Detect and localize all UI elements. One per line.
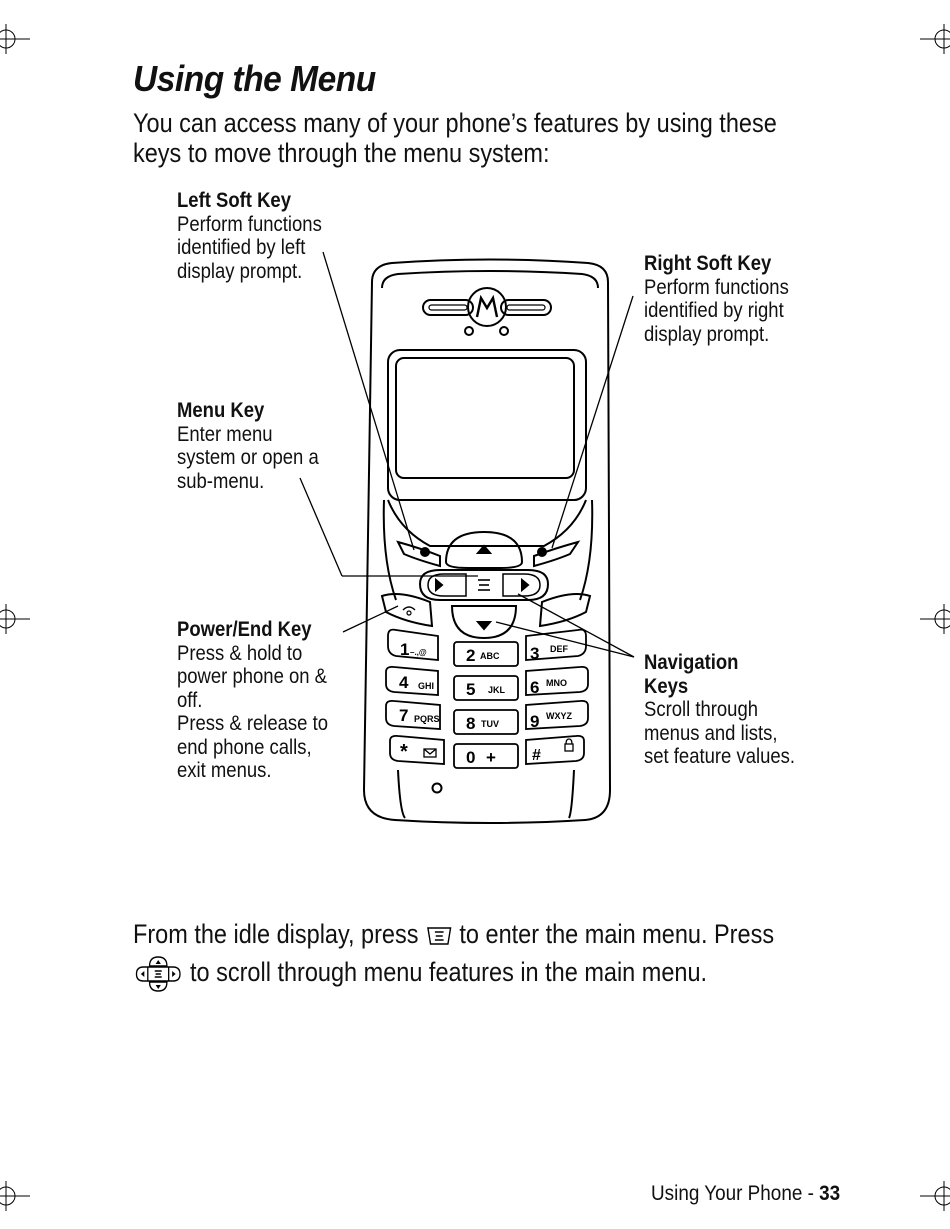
- key-letters: WXYZ: [546, 711, 573, 721]
- callout-heading: Right Soft Key: [644, 252, 772, 275]
- key-digit: 7: [399, 706, 408, 725]
- outro-line-2: to scroll through menu features in the m…: [133, 954, 794, 994]
- callout-body: Press & hold to power phone on & off. Pr…: [177, 641, 329, 783]
- footer-section: Using Your Phone -: [650, 1182, 819, 1205]
- key-digit: #: [532, 747, 541, 764]
- key-digit: 6: [530, 678, 539, 697]
- callout-navigation-keys: Navigation Keys Scroll through menus and…: [644, 651, 795, 769]
- page-title: Using the Menu: [133, 58, 376, 99]
- key-digit: 1: [400, 640, 409, 659]
- key-digit: *: [400, 741, 408, 763]
- key-letters: PQRS: [414, 714, 440, 724]
- key-digit: 3: [530, 644, 539, 663]
- registration-mark-bottom-right: [920, 1181, 950, 1211]
- key-letters: GHI: [418, 681, 434, 691]
- page-number: 33: [818, 1182, 840, 1205]
- outro-line-1: From the idle display, press to enter th…: [133, 919, 794, 949]
- key-digit: 2: [466, 646, 475, 665]
- key-digit: 5: [466, 680, 475, 699]
- key-letters: ABC: [480, 651, 500, 661]
- menu-key-icon: [426, 927, 452, 945]
- callout-right-soft-key: Right Soft Key Perform functions identif…: [644, 252, 789, 346]
- key-letters: TUV: [481, 719, 499, 729]
- callout-body: Enter menu system or open a sub-menu.: [177, 422, 319, 493]
- registration-mark-top-left: [0, 24, 30, 54]
- callout-heading: Menu Key: [177, 399, 265, 422]
- navigation-key-icon: [135, 956, 181, 992]
- callout-menu-key: Menu Key Enter menu system or open a sub…: [177, 399, 319, 493]
- key-digit: 4: [399, 673, 409, 692]
- callout-heading: Left Soft Key: [177, 189, 291, 212]
- callout-body: Perform functions identified by right di…: [644, 275, 789, 346]
- key-digit: 8: [466, 714, 475, 733]
- key-digit: 0: [466, 748, 475, 767]
- registration-mark-bottom-left: [0, 1181, 30, 1211]
- key-letters: +: [486, 748, 496, 767]
- callout-body: Scroll through menus and lists, set feat…: [644, 698, 796, 768]
- registration-mark-top-right: [920, 24, 950, 54]
- key-letters: DEF: [550, 644, 569, 654]
- outro-text: to enter the main menu. Press: [459, 919, 775, 949]
- key-digit: 9: [530, 712, 539, 731]
- callout-left-soft-key: Left Soft Key Perform functions identifi…: [177, 189, 322, 283]
- registration-mark-mid-right: [920, 604, 950, 634]
- callout-power-end-key: Power/End Key Press & hold to power phon…: [177, 618, 328, 783]
- callout-heading: Navigation Keys: [644, 651, 739, 698]
- key-letters: JKL: [488, 685, 506, 695]
- registration-mark-mid-left: [0, 604, 30, 634]
- page-footer: Using Your Phone - 33: [651, 1182, 840, 1206]
- callout-body: Perform functions identified by left dis…: [177, 212, 322, 283]
- key-letters: –.,@: [410, 648, 427, 657]
- callout-heading: Power/End Key: [177, 618, 312, 641]
- key-letters: MNO: [546, 678, 567, 688]
- outro-text: From the idle display, press: [133, 919, 419, 949]
- outro-text: to scroll through menu features in the m…: [189, 957, 708, 988]
- intro-paragraph: You can access many of your phone’s feat…: [133, 108, 777, 168]
